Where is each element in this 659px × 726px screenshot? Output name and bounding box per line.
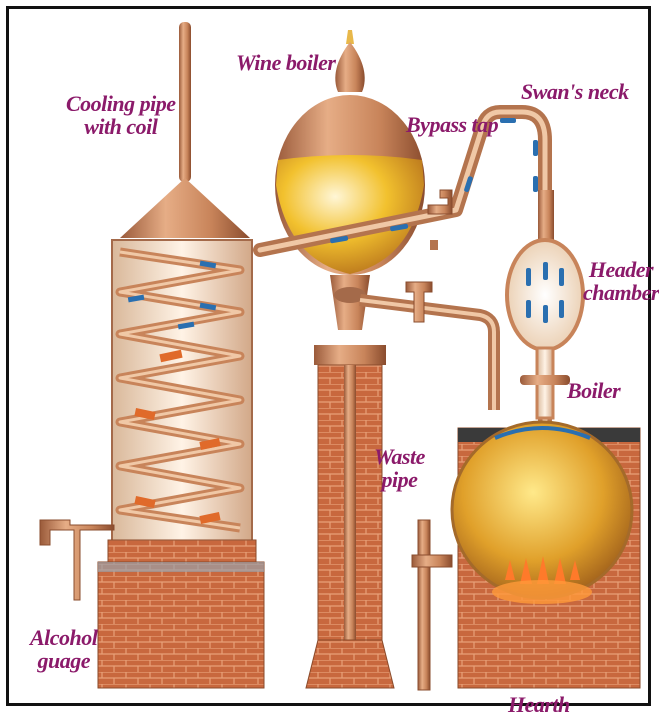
label-waste-pipe: Waste pipe [374,445,425,491]
wine-boiler [275,30,425,688]
label-cooling-pipe: Cooling pipe with coil [66,92,176,138]
cooling-base [98,562,264,688]
cooling-cone [120,178,250,238]
label-alcohol-gauge: Alcohol guage [30,626,97,672]
label-hearth: Hearth [508,693,570,716]
label-header-chamber: Header chamber [583,258,659,304]
cooling-pipe-top [179,22,191,182]
label-wine-boiler: Wine boiler [236,51,335,74]
label-swans-neck: Swan's neck [521,80,629,103]
header-chamber [507,240,583,350]
label-boiler: Boiler [567,379,620,402]
label-bypass-tap: Bypass tap [406,113,498,136]
waste-pipe [418,520,430,690]
